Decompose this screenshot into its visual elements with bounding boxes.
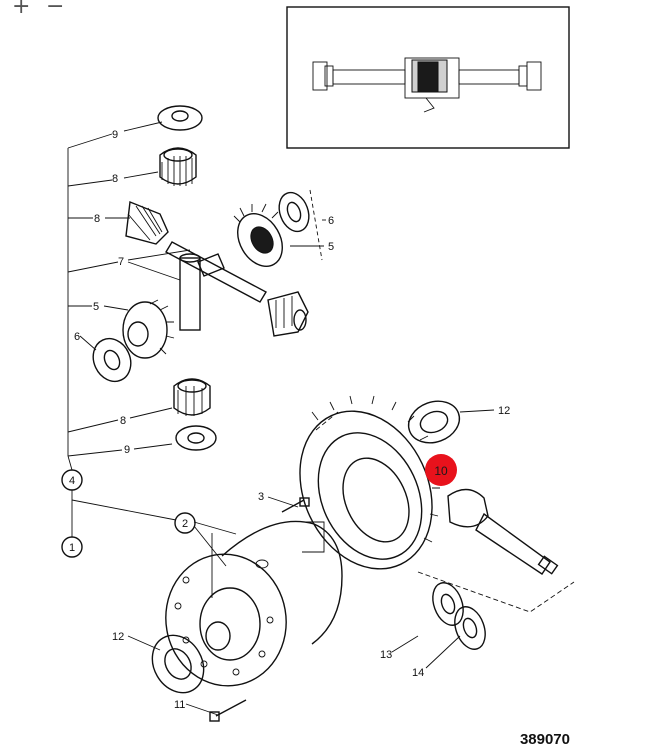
callout-8b: 8 [94,213,100,225]
callout-5a: 5 [93,301,99,313]
callout-6b: 6 [74,331,80,343]
callout-12a: 12 [498,405,510,417]
axle-overview-inset [286,6,570,149]
bolt-upper [281,497,310,513]
circled-callout-2: 2 [174,512,196,534]
callout-12b: 12 [112,631,124,643]
callout-2: 2 [182,518,188,530]
side-gear-left [122,299,175,359]
pinion-gear-right [267,291,309,337]
circled-callout-1: 1 [61,536,83,558]
callout-8c: 8 [120,415,126,427]
side-gear-upper [159,147,197,186]
zoom-in-button[interactable]: + [12,0,31,19]
callout-8a: 8 [112,173,118,185]
bearing-lower-left [151,634,205,694]
hotspot-label[interactable]: 10 [434,464,448,478]
thrust-washer-lower [175,425,217,451]
pinion-shaft [447,488,559,575]
callout-7: 7 [118,256,124,268]
thrust-washer-right [278,191,310,233]
hotspot-part-10[interactable]: 10 [425,454,457,486]
callout-9b: 9 [124,444,130,456]
callout-6a: 6 [328,215,334,227]
crown-wheel [299,395,440,570]
callout-13: 13 [380,649,392,661]
callout-5b: 5 [328,241,334,253]
thrust-washer-upper [157,105,203,131]
bolt-lower [209,699,247,722]
callout-3: 3 [258,491,264,503]
side-gear-right [233,203,283,267]
leader-lines [67,121,575,716]
drawing-number: 389070 [519,731,570,748]
callout-9a: 9 [112,129,118,141]
thrust-washer-left [92,337,132,383]
callout-1: 1 [69,542,75,554]
pinion-gear-left [125,201,169,245]
bearing-upper [407,400,461,444]
callout-14: 14 [412,667,424,679]
circled-callout-4: 4 [61,469,83,491]
callout-11: 11 [174,699,185,711]
cross-shaft [165,241,267,331]
callout-labels: 9 8 8 7 5 6 5 6 8 9 3 12 12 13 14 11 [74,129,510,711]
side-gear-lower [173,378,211,416]
differential-case [165,520,343,687]
bearing-lower [432,582,464,626]
callout-4: 4 [69,475,75,487]
zoom-out-button[interactable]: − [46,0,65,19]
shim-lower [454,606,486,650]
